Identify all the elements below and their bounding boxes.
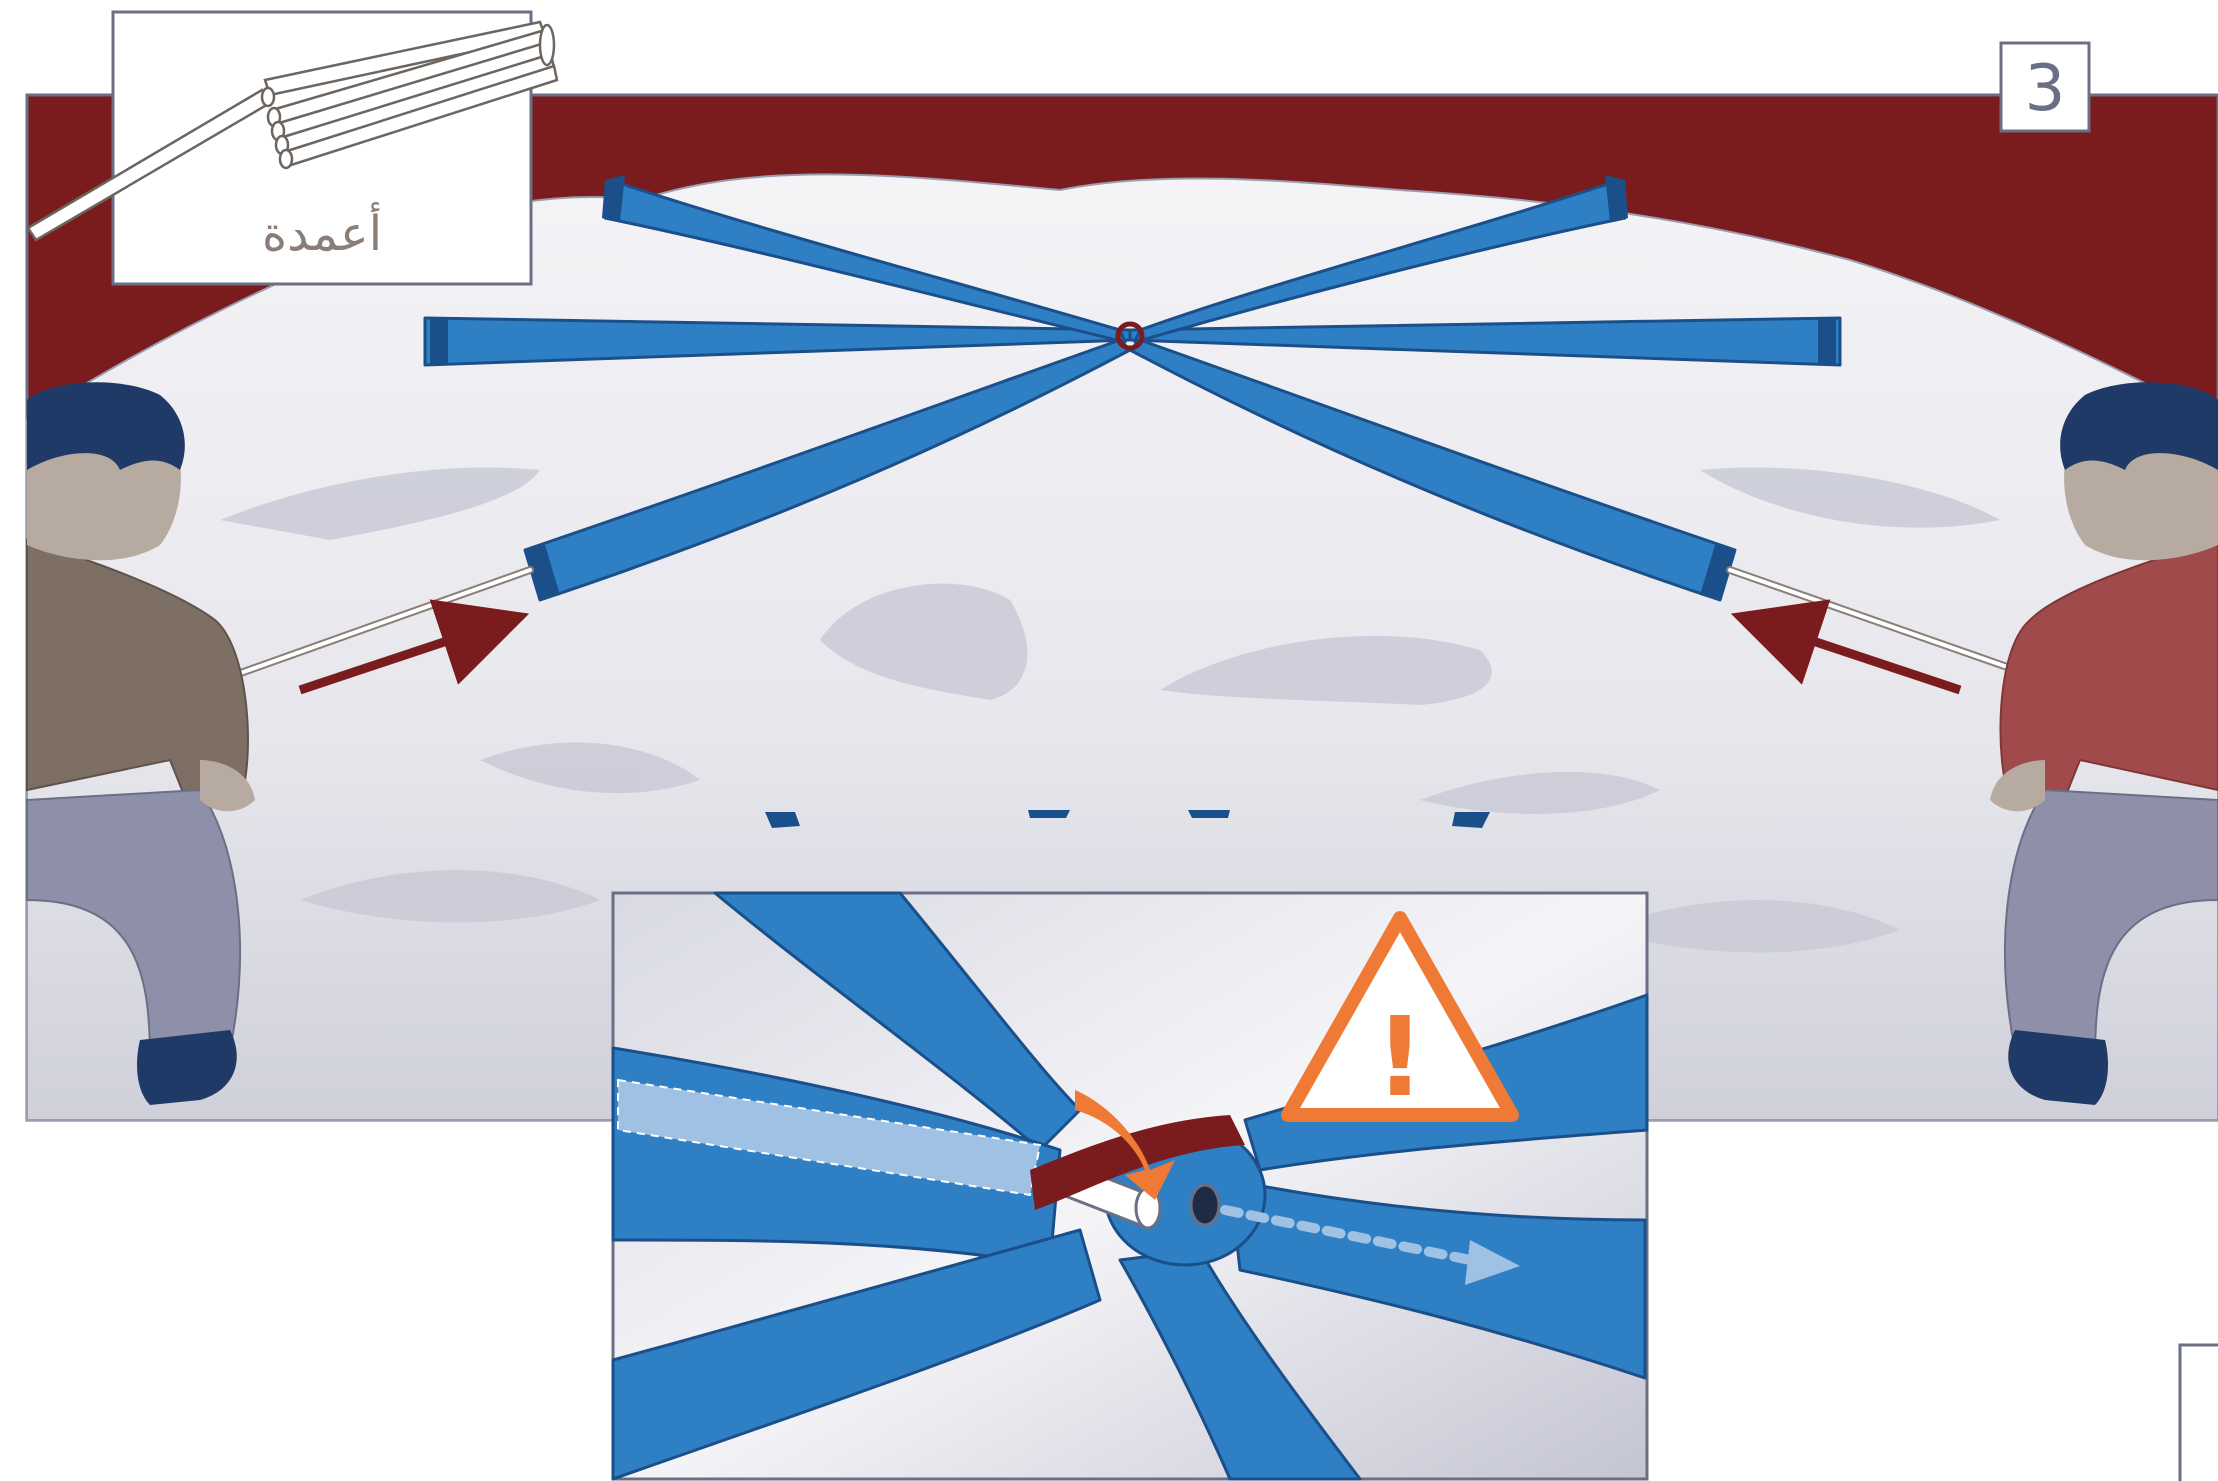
poles-label: أعمدة (262, 202, 382, 262)
step-number-box: 3 (2001, 43, 2089, 131)
warning-symbol: ! (1375, 993, 1425, 1121)
detail-inset: ! (613, 893, 1647, 1479)
partial-frame (2180, 1345, 2218, 1481)
step-number: 3 (2025, 52, 2066, 126)
